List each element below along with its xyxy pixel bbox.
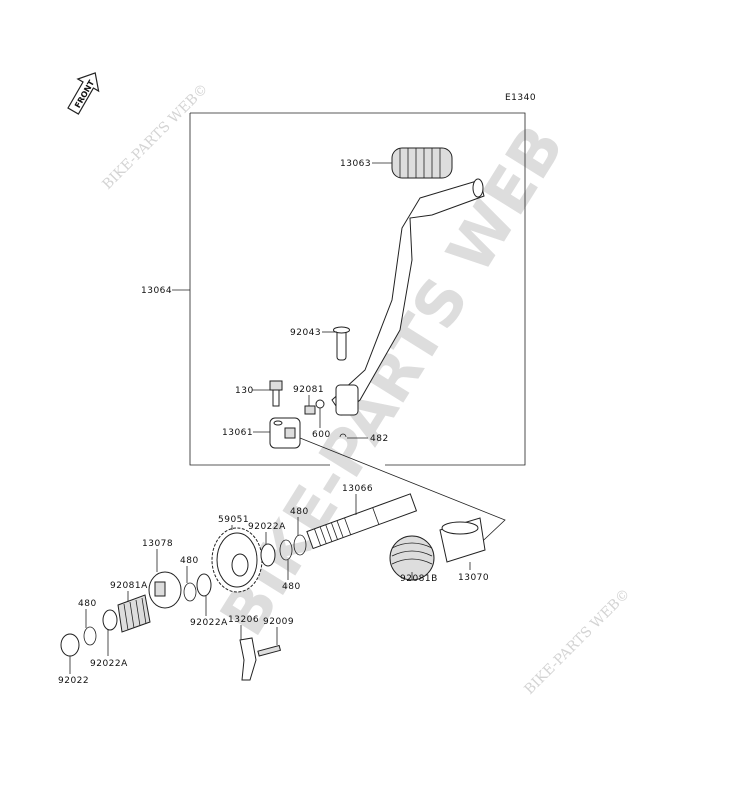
part-number-label: 92081B bbox=[400, 574, 438, 584]
guide-13070 bbox=[439, 517, 486, 563]
bolt-130 bbox=[269, 380, 283, 407]
kick-lever-13064 bbox=[331, 178, 485, 416]
callouts: 13063 13064 92043 130 92081 600 482 1306… bbox=[58, 159, 489, 686]
part-number-label: 92081 bbox=[293, 385, 324, 395]
part-number-label: 480 bbox=[290, 507, 309, 517]
part-number-label: E1340 bbox=[505, 93, 536, 103]
bolt-92009 bbox=[257, 644, 282, 657]
washer-92022 bbox=[60, 633, 80, 657]
part-number-label: 13070 bbox=[458, 573, 489, 583]
leader-line bbox=[314, 507, 380, 546]
part-number-label: 59051 bbox=[218, 515, 249, 525]
ratchet-13078 bbox=[148, 571, 182, 609]
part-number-label: 13061 bbox=[222, 428, 253, 438]
part-number-label: 482 bbox=[370, 434, 389, 444]
part-number-label: 13078 bbox=[142, 539, 173, 549]
clamp-13061 bbox=[269, 417, 301, 449]
gear-59051 bbox=[211, 527, 263, 593]
part-number-label: 92022A bbox=[90, 659, 128, 669]
circlip-480-2 bbox=[293, 534, 307, 556]
ball-600 bbox=[315, 399, 325, 409]
part-number-label: 92081A bbox=[110, 581, 148, 591]
circlip-480-3 bbox=[183, 582, 197, 602]
pedal-rubber-13063 bbox=[391, 147, 453, 179]
part-number-label: 600 bbox=[312, 430, 331, 440]
washer-92022A-1 bbox=[260, 543, 276, 567]
part-number-label: 480 bbox=[78, 599, 97, 609]
part-number-label: 92009 bbox=[263, 617, 294, 627]
part-number-label: 92022A bbox=[248, 522, 286, 532]
washer-92022A-3 bbox=[102, 609, 118, 631]
part-number-label: 480 bbox=[282, 582, 301, 592]
circlip-480-1 bbox=[279, 539, 293, 561]
part-number-label: 13206 bbox=[228, 615, 259, 625]
watermark-small-top: BIKE-PARTS WEB© bbox=[100, 81, 212, 193]
svg-text:BIKE-PARTS WEB©: BIKE-PARTS WEB© bbox=[522, 586, 634, 698]
watermark-small-bottom: BIKE-PARTS WEB© bbox=[522, 586, 634, 698]
spring-92081 bbox=[304, 405, 316, 415]
stopper-13206 bbox=[239, 637, 257, 681]
circlip-480-4 bbox=[83, 626, 97, 646]
front-arrow-icon: FRONT bbox=[67, 72, 100, 115]
svg-text:BIKE-PARTS WEB©: BIKE-PARTS WEB© bbox=[100, 81, 212, 193]
part-number-label: 92043 bbox=[290, 328, 321, 338]
leader-line bbox=[123, 597, 147, 631]
part-number-label: 13064 bbox=[141, 286, 172, 296]
circlip-482 bbox=[339, 433, 347, 438]
leader-line bbox=[399, 148, 441, 178]
part-number-label: 92022 bbox=[58, 676, 89, 686]
leader-line bbox=[391, 542, 433, 565]
pin-92043 bbox=[333, 326, 350, 361]
part-number-label: 13066 bbox=[342, 484, 373, 494]
part-number-label: 480 bbox=[180, 556, 199, 566]
washer-92022A-2 bbox=[196, 573, 212, 597]
leader-line bbox=[189, 112, 526, 466]
kick-shaft-13066 bbox=[306, 493, 418, 550]
part-number-label: 13063 bbox=[340, 159, 371, 169]
part-number-label: 92022A bbox=[190, 618, 228, 628]
spring-92081A bbox=[117, 594, 151, 633]
part-number-label: 130 bbox=[235, 386, 254, 396]
